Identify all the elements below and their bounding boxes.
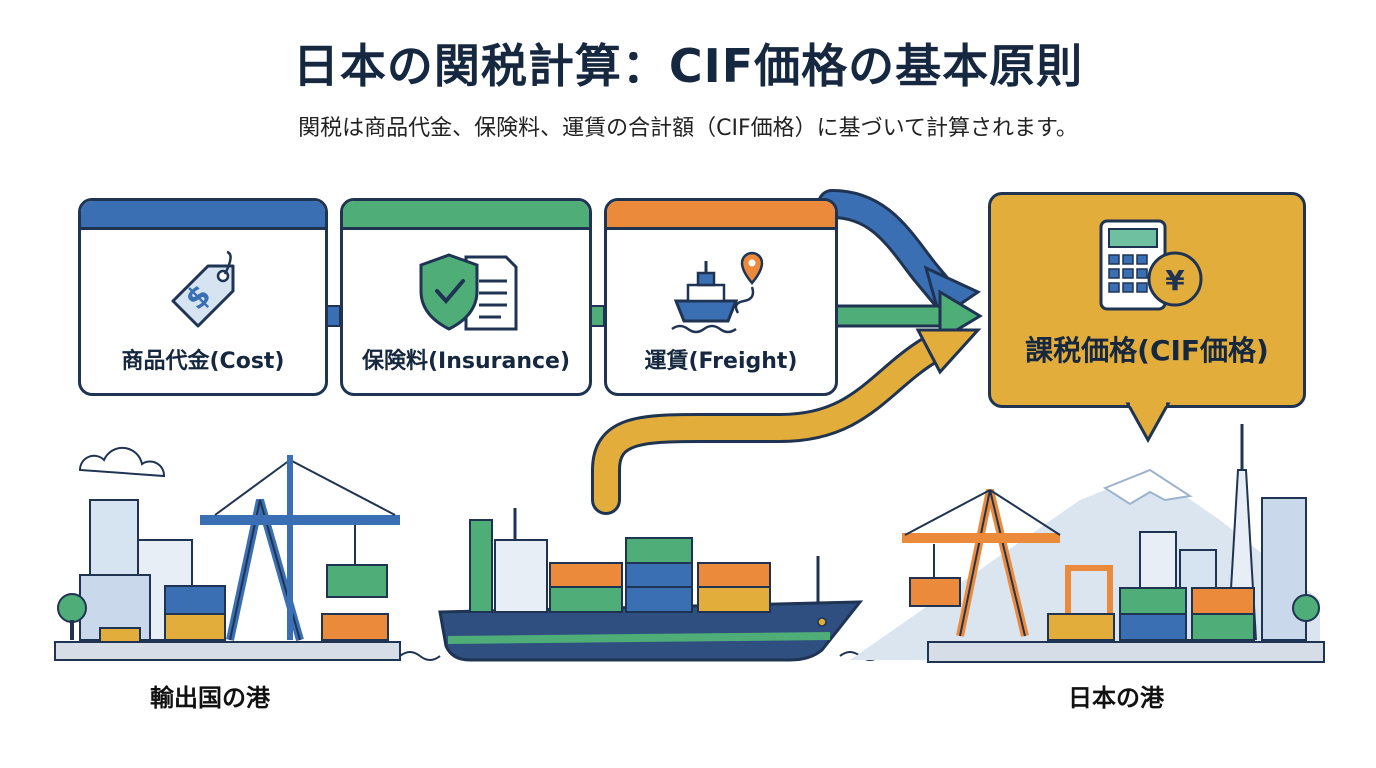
insurance-label: 保険料(Insurance) — [361, 349, 571, 374]
calculator-yen-icon: ¥ — [991, 215, 1303, 315]
insurance-card: 保険料(Insurance) — [340, 198, 592, 396]
japan-port-label: 日本の港 — [1068, 684, 1164, 712]
cif-price-box: ¥ 課税価格(CIF価格) — [988, 192, 1306, 408]
gold-flow-arrow — [591, 328, 982, 515]
cost-label: 商品代金(Cost) — [121, 349, 285, 374]
cost-card: $ 商品代金(Cost) — [78, 198, 328, 396]
japan-port-illustration — [850, 424, 1325, 663]
export-port-label: 輸出国の港 — [150, 684, 270, 712]
page-subtitle: 関税は商品代金、保険料、運賃の合計額（CIF価格）に基づいて計算されます。 — [298, 116, 1078, 141]
freight-card-header — [607, 201, 835, 230]
insurance-card-header — [343, 201, 589, 230]
page-title: 日本の関税計算：CIF価格の基本原則 — [292, 39, 1084, 93]
ship-route-icon — [607, 241, 835, 341]
price-tag-dollar-icon: $ — [81, 241, 325, 341]
green-flow-arrow — [834, 289, 983, 343]
blue-flow-arrow — [817, 189, 982, 321]
export-port-illustration — [54, 446, 401, 661]
cargo-ship-illustration — [438, 508, 864, 662]
svg-text:¥: ¥ — [1165, 264, 1185, 297]
freight-card: 運賃(Freight) — [604, 198, 838, 396]
cost-card-header — [81, 201, 325, 230]
cif-price-label: 課税価格(CIF価格) — [1025, 334, 1269, 367]
shield-document-icon — [343, 241, 589, 341]
freight-label: 運賃(Freight) — [644, 349, 798, 374]
